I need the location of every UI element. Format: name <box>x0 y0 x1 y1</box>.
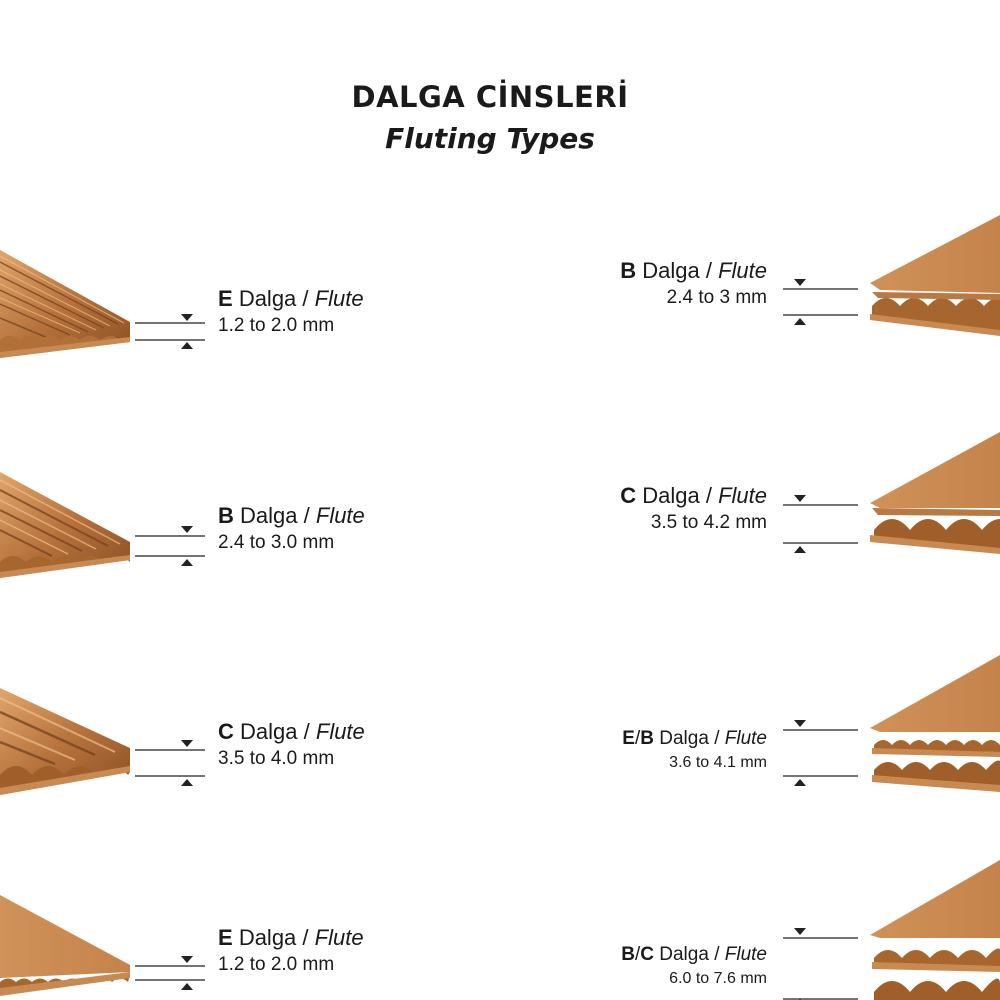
flute-slash: / <box>634 728 641 749</box>
flute-word: Flute <box>718 483 767 508</box>
dalga-word: Dalga <box>240 719 298 744</box>
flute-range: 3.5 to 4.0 mm <box>218 748 335 769</box>
separator: / <box>303 503 310 528</box>
flute-range: 3.5 to 4.2 mm <box>650 512 767 533</box>
flute-letter: E <box>218 925 233 950</box>
dalga-word: Dalga <box>659 944 709 965</box>
left-c-flute-label: C Dalga / Flute 3.5 to 4.0 mm <box>218 719 365 770</box>
flute-range: 1.2 to 2.0 mm <box>218 315 335 336</box>
page-title: DALGA CİNSLERİ <box>351 80 629 114</box>
left-b-dimension-marker <box>135 526 205 566</box>
flute-letter: B <box>218 503 234 528</box>
flute-letter-a: E <box>622 728 635 749</box>
left-e-dimension-marker <box>135 314 205 349</box>
right-bc-flute-sample <box>870 860 1000 1000</box>
right-bc-flute-label: B/C Dalga / Flute 6.0 to 7.6 mm <box>560 944 767 988</box>
right-b-flute-sample <box>870 215 1000 336</box>
page-subtitle: Fluting Types <box>385 122 595 155</box>
dalga-word: Dalga <box>642 483 700 508</box>
left-b-flute-sample <box>0 472 130 578</box>
dalga-word: Dalga <box>238 925 297 950</box>
left-e2-dimension-marker <box>135 956 205 990</box>
right-eb-dimension-marker <box>783 720 858 786</box>
left-c-flute-sample <box>0 688 130 795</box>
dalga-word: Dalga <box>642 258 700 283</box>
flute-range: 1.2 to 2.0 mm <box>218 954 335 975</box>
left-c-dimension-marker <box>135 740 205 786</box>
flute-word: Flute <box>724 728 767 749</box>
flute-word: Flute <box>315 503 365 528</box>
left-b-flute-label: B Dalga / Flute 2.4 to 3.0 mm <box>218 503 365 554</box>
right-c-dimension-marker <box>783 495 858 553</box>
right-b-dimension-marker <box>783 279 858 325</box>
separator: / <box>705 483 712 508</box>
separator: / <box>303 719 310 744</box>
flute-letter-a: B <box>621 944 635 965</box>
flute-word: Flute <box>314 925 364 950</box>
separator: / <box>714 728 720 749</box>
flute-slash: / <box>634 944 641 965</box>
separator: / <box>302 286 309 311</box>
right-c-flute-label: C Dalga / Flute 3.5 to 4.2 mm <box>560 483 767 534</box>
dalga-word: Dalga <box>240 503 298 528</box>
right-eb-flute-label: E/B Dalga / Flute 3.6 to 4.1 mm <box>560 728 767 772</box>
separator: / <box>705 258 712 283</box>
left-e2-flute-label: E Dalga / Flute 1.2 to 2.0 mm <box>218 925 364 976</box>
flute-letter: B <box>620 258 637 283</box>
flute-range: 2.4 to 3 mm <box>666 287 767 308</box>
dalga-word: Dalga <box>238 286 297 311</box>
dalga-word: Dalga <box>659 728 709 749</box>
flute-letter-b: B <box>640 728 654 749</box>
left-e-flute-sample <box>0 250 130 358</box>
flute-letter: E <box>218 286 233 311</box>
flute-word: Flute <box>315 719 365 744</box>
left-e-flute-label: E Dalga / Flute 1.2 to 2.0 mm <box>218 286 364 337</box>
flute-letter: C <box>218 719 234 744</box>
separator: / <box>302 925 309 950</box>
flute-word: Flute <box>724 944 767 965</box>
right-eb-flute-sample <box>870 655 1000 792</box>
right-bc-dimension-marker <box>783 928 858 1000</box>
flute-range: 3.6 to 4.1 mm <box>669 754 767 771</box>
right-b-flute-label: B Dalga / Flute 2.4 to 3 mm <box>560 258 767 309</box>
flute-letter-b: C <box>640 944 654 965</box>
flute-word: Flute <box>314 286 364 311</box>
right-c-flute-sample <box>870 432 1000 554</box>
flute-range: 6.0 to 7.6 mm <box>669 970 767 987</box>
flute-letter: C <box>620 483 637 508</box>
separator: / <box>714 944 720 965</box>
flute-range: 2.4 to 3.0 mm <box>218 532 335 553</box>
flute-word: Flute <box>718 258 767 283</box>
left-e-liner-sample <box>0 895 130 996</box>
